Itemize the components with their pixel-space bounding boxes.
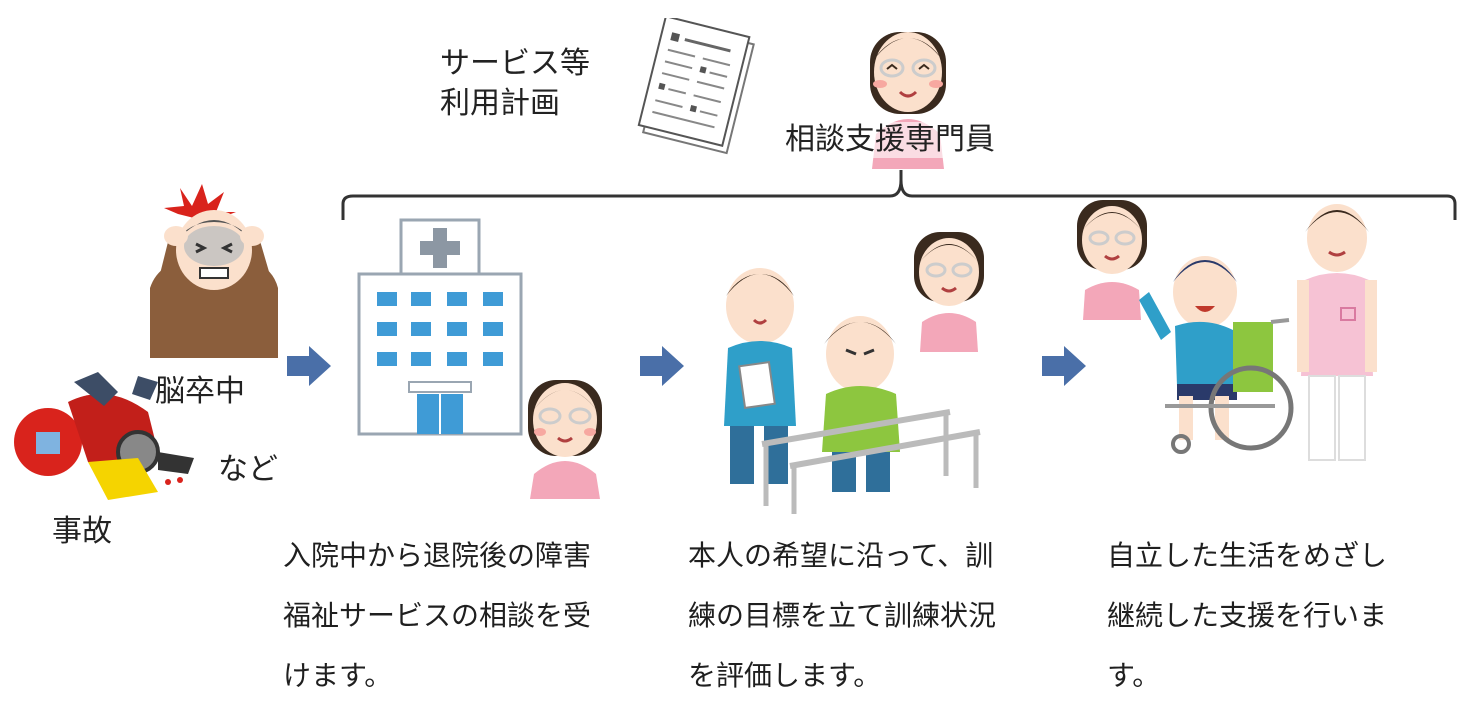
plan-label-line2: 利用計画	[440, 86, 560, 121]
specialist-figure-hospital	[520, 364, 610, 499]
bracket-brace	[335, 160, 1469, 230]
arrow-right-icon-1	[287, 346, 331, 386]
arrow-right-icon-2	[640, 346, 684, 386]
caption-hospital-line3: けます。	[283, 659, 393, 692]
specialist-label: 相談支援専門員	[785, 122, 995, 158]
stroke-person-icon	[140, 178, 290, 358]
stroke-label: 脳卒中	[155, 374, 245, 409]
arrow-right-icon-3	[1042, 346, 1086, 386]
caption-training-line1: 本人の希望に沿って、訓	[688, 539, 994, 572]
caption-training: 本人の希望に沿って、訓 練の目標を立て訓練状況 を評価します。	[688, 526, 996, 706]
accident-motorcycle-icon	[8, 362, 208, 512]
caption-hospital-line1: 入院中から退院後の障害	[283, 539, 592, 572]
rehabilitation-training-icon	[700, 226, 1020, 516]
caption-hospital-line2: 福祉サービスの相談を受	[283, 599, 592, 632]
plan-label-line1: サービス等	[440, 46, 590, 81]
caption-training-line2: 練の目標を立て訓練状況	[688, 599, 997, 632]
caption-hospital: 入院中から退院後の障害 福祉サービスの相談を受 けます。	[283, 526, 591, 706]
caption-support-line3: す。	[1107, 659, 1161, 692]
etc-label: など	[218, 452, 278, 487]
document-icon	[625, 18, 770, 163]
hospital-building-icon	[355, 216, 525, 436]
accident-label: 事故	[52, 514, 112, 549]
caption-support-line2: 継続した支援を行いま	[1107, 599, 1388, 632]
caption-support-line1: 自立した生活をめざし	[1107, 539, 1388, 572]
caption-support: 自立した生活をめざし 継続した支援を行いま す。	[1107, 526, 1387, 706]
caption-training-line3: を評価します。	[688, 659, 882, 692]
wheelchair-support-icon	[1075, 196, 1395, 471]
